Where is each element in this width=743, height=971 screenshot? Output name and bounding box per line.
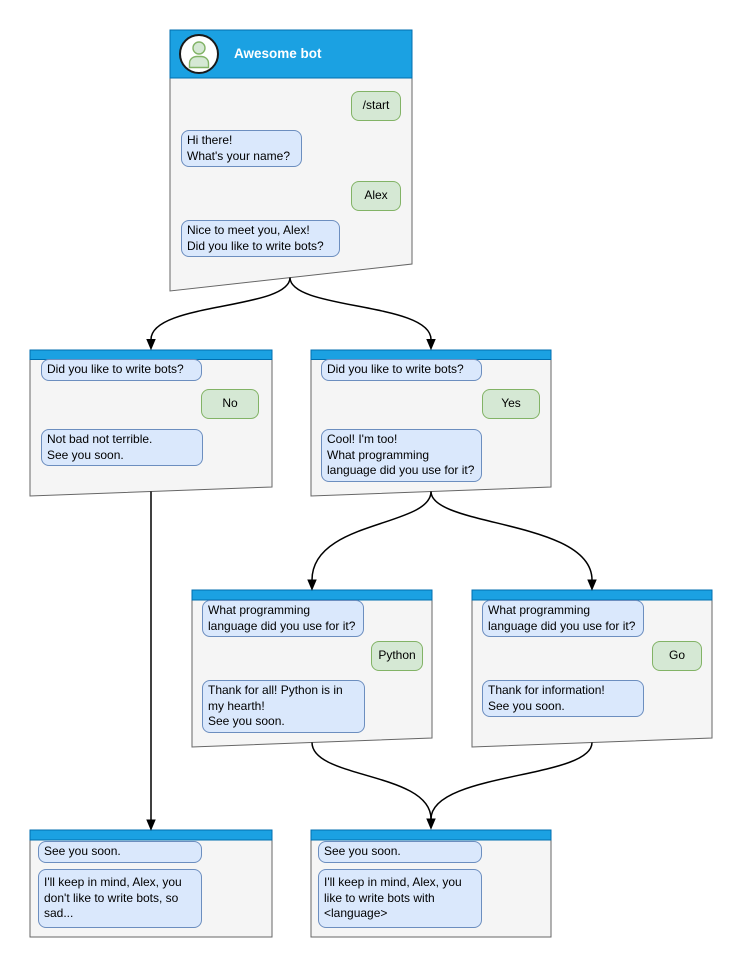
- arrowhead-branch-yes: [426, 339, 436, 351]
- user-message-bubble: Alex: [351, 181, 401, 211]
- user-message-bubble: Python: [371, 641, 423, 671]
- bot-message-bubble: Nice to meet you, Alex! Did you like to …: [181, 220, 340, 258]
- bot-message-bubble: See you soon.: [318, 841, 482, 863]
- user-message-bubble: No: [201, 389, 259, 419]
- bot-message-bubble: What programming language did you use fo…: [482, 600, 644, 638]
- person-icon: [179, 34, 219, 74]
- connector-go-to-end-yes: [430, 742, 593, 820]
- bot-message-bubble: Thank for all! Python is in my hearth! S…: [202, 680, 365, 733]
- window-title: Awesome bot: [234, 46, 322, 61]
- connector-main-to-branch-yes: [289, 277, 432, 340]
- bot-message-bubble: See you soon.: [38, 841, 202, 863]
- bot-message-bubble: Cool! I'm too! What programming language…: [321, 429, 482, 482]
- user-message-bubble: /start: [351, 91, 401, 121]
- arrowhead-end-no: [146, 819, 156, 831]
- window-end-yes-header: [310, 829, 552, 841]
- bot-message-bubble: What programming language did you use fo…: [202, 600, 364, 638]
- bot-message-bubble: Did you like to write bots?: [41, 359, 202, 381]
- connector-branch-yes-to-python: [311, 491, 432, 581]
- connector-main-to-branch-no: [150, 277, 291, 340]
- bot-message-bubble: Did you like to write bots?: [321, 359, 482, 381]
- arrowhead-end-yes: [426, 818, 436, 830]
- window-go-header: [471, 589, 713, 601]
- user-message-bubble: Yes: [482, 389, 540, 419]
- arrowhead-python: [307, 579, 317, 591]
- bot-message-bubble: I'll keep in mind, Alex, you like to wri…: [318, 869, 482, 928]
- bot-message-bubble: I'll keep in mind, Alex, you don't like …: [38, 869, 202, 928]
- connector-python-to-end-yes: [311, 742, 432, 820]
- connector-branch-yes-to-go: [430, 491, 593, 581]
- connectors: [146, 277, 597, 831]
- arrowhead-branch-no: [146, 339, 156, 351]
- arrowhead-go: [587, 579, 597, 591]
- window-end-no-header: [29, 829, 273, 841]
- bot-message-bubble: Hi there! What's your name?: [181, 130, 302, 168]
- bot-message-bubble: Not bad not terrible. See you soon.: [41, 429, 203, 467]
- window-python-header: [191, 589, 433, 601]
- user-message-bubble: Go: [652, 641, 702, 671]
- bot-message-bubble: Thank for information! See you soon.: [482, 680, 644, 718]
